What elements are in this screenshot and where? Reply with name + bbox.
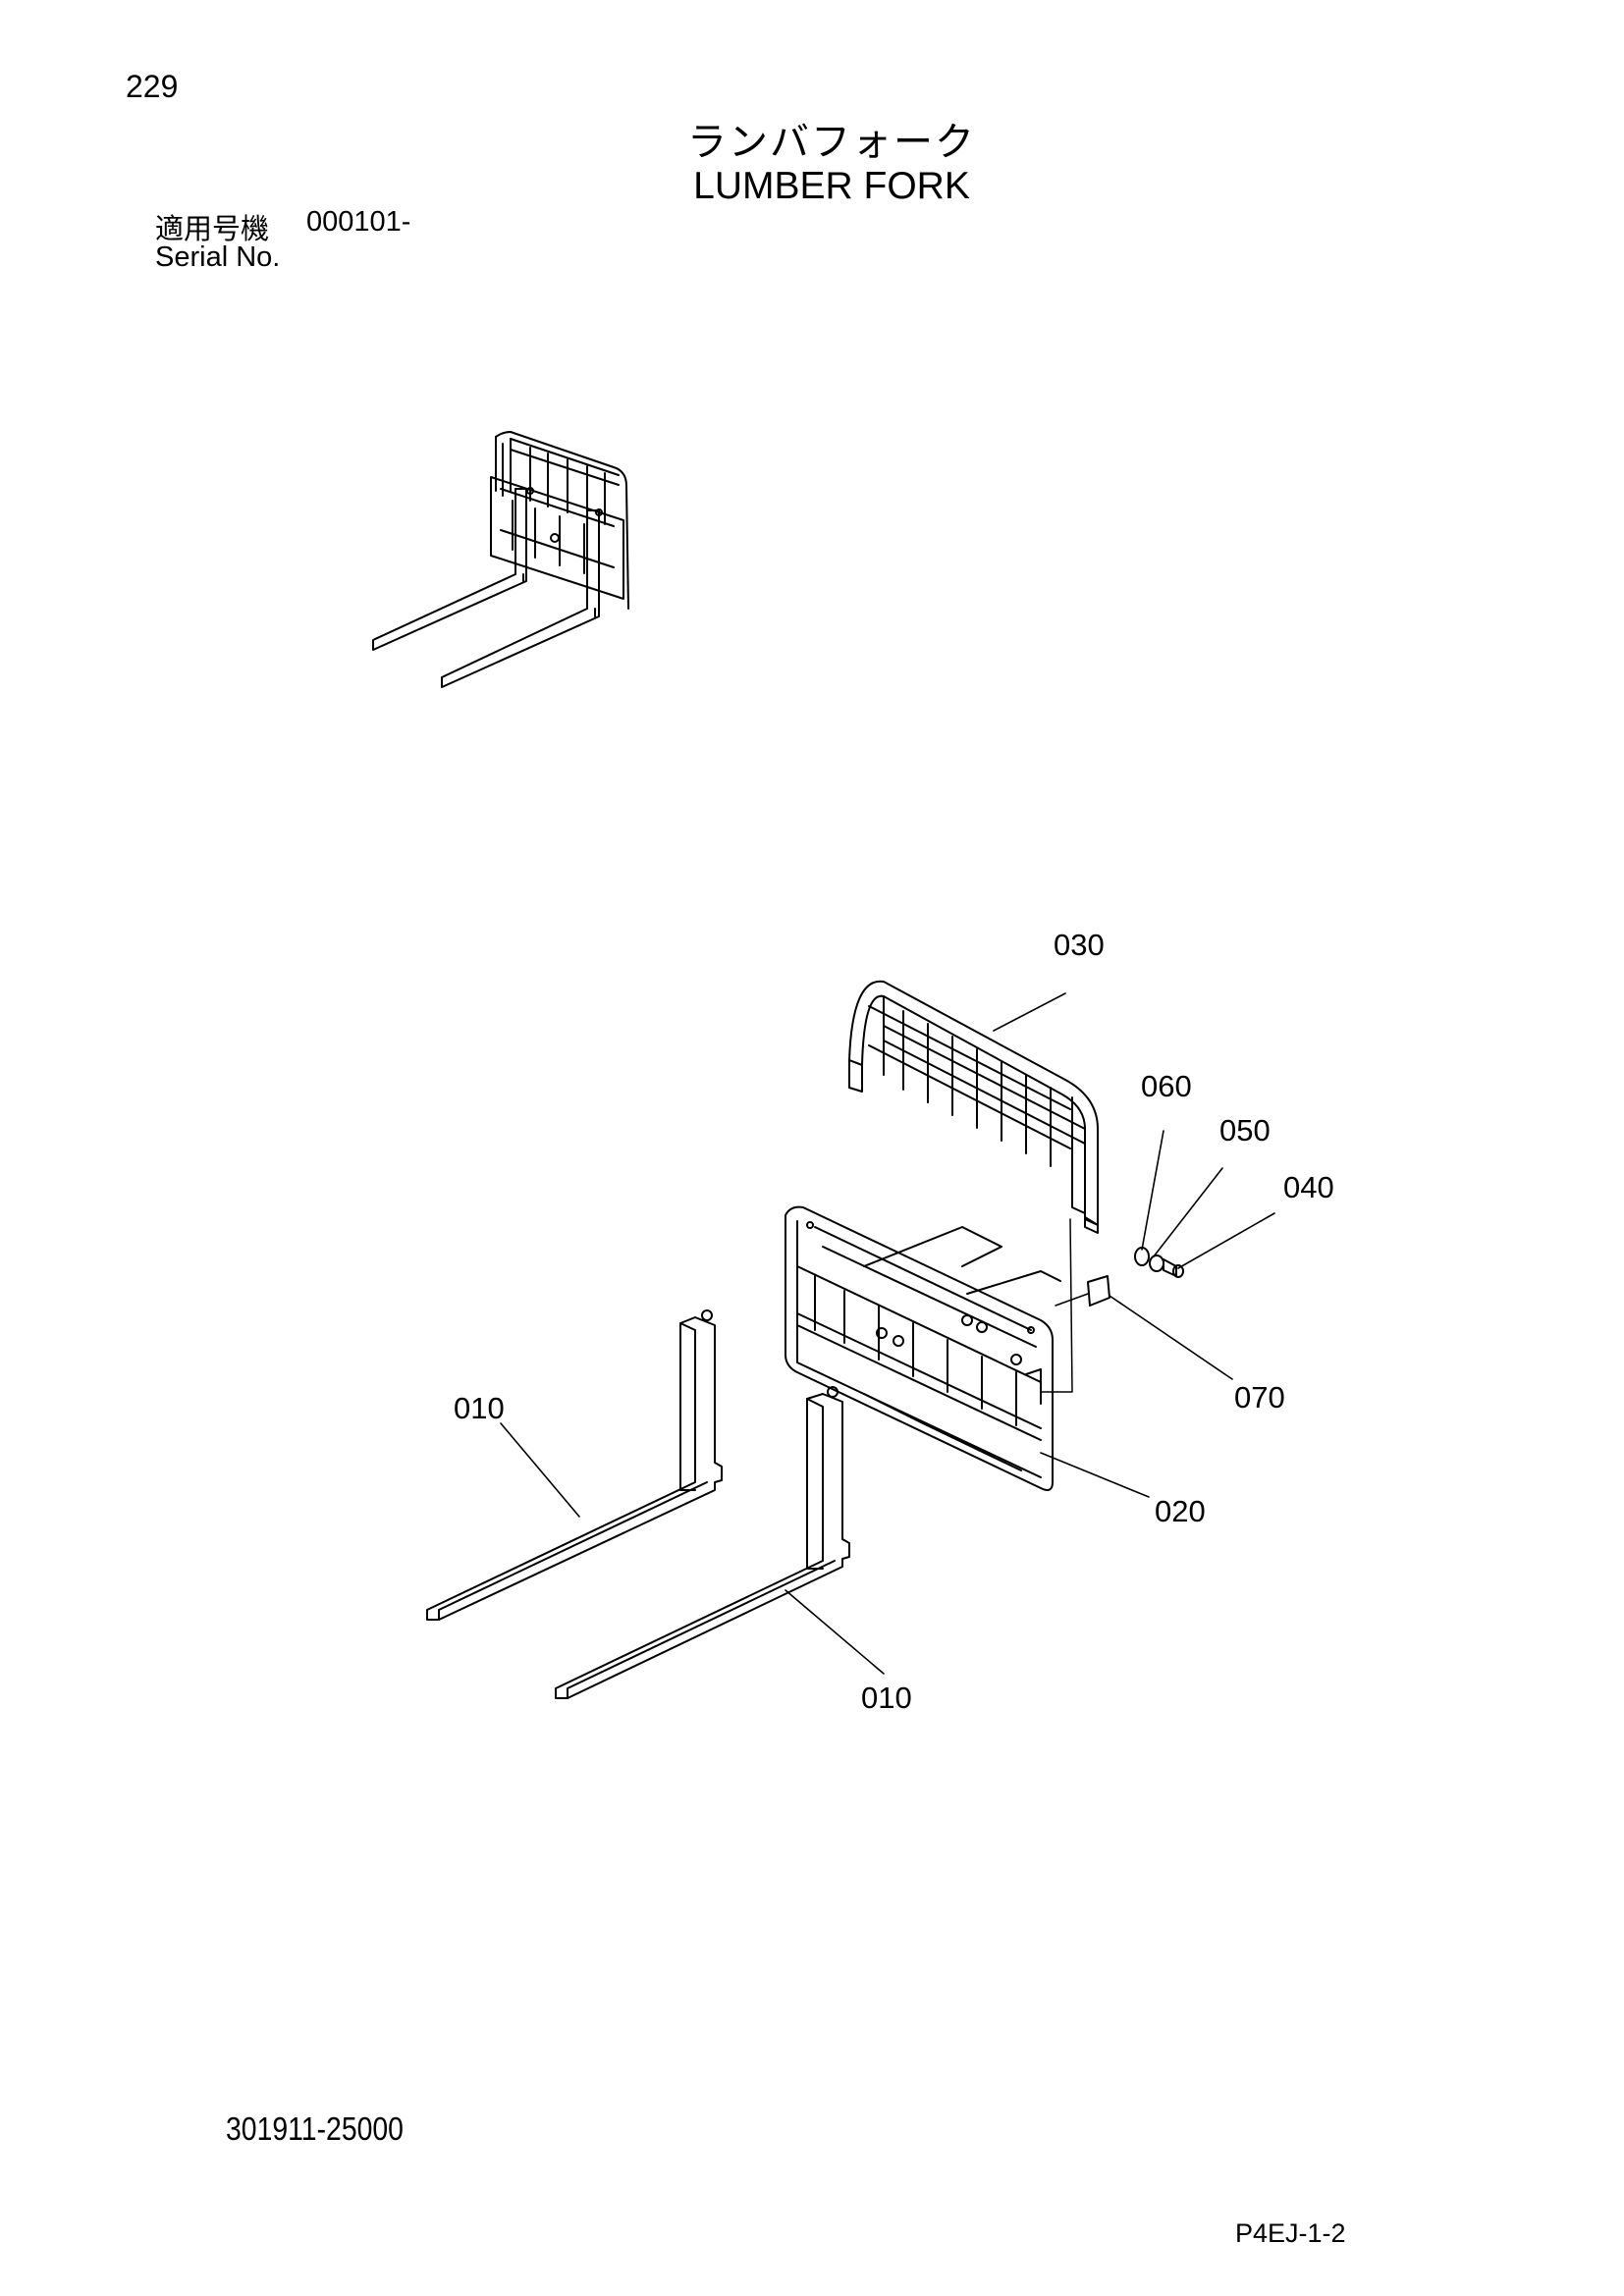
serial-label-english: Serial No. (155, 241, 281, 273)
part-010-fork-right (555, 1386, 850, 1699)
part-030-load-backrest (848, 980, 1099, 1234)
callout-010-left: 010 (454, 1391, 505, 1425)
assembled-lumber-fork-thumbnail (372, 431, 629, 688)
callout-070: 070 (1234, 1380, 1285, 1415)
leader-lines (500, 992, 1275, 1675)
assembly-lines (1040, 1218, 1089, 1393)
callout-020: 020 (1155, 1494, 1206, 1528)
part-070-plate (1087, 1275, 1110, 1307)
part-020-carriage (785, 1205, 1061, 1491)
page-number: 229 (126, 69, 179, 104)
callout-040: 040 (1283, 1170, 1334, 1204)
callout-030: 030 (1054, 928, 1105, 962)
page-title-english: LUMBER FORK (693, 165, 970, 207)
callout-050: 050 (1219, 1113, 1271, 1148)
serial-number-value: 000101- (306, 206, 411, 238)
part-060-050-040-fasteners (1134, 1247, 1184, 1278)
page-title-japanese: ランバフォーク (687, 120, 976, 165)
callout-010-right: 010 (861, 1681, 912, 1715)
part-010-fork-left (426, 1309, 723, 1621)
callout-060: 060 (1141, 1069, 1192, 1103)
sheet-code: P4EJ-1-2 (1235, 2218, 1346, 2248)
serial-label-japanese: 適用号機 (155, 212, 270, 245)
drawing-number: 301911-25000 (226, 2110, 404, 2147)
